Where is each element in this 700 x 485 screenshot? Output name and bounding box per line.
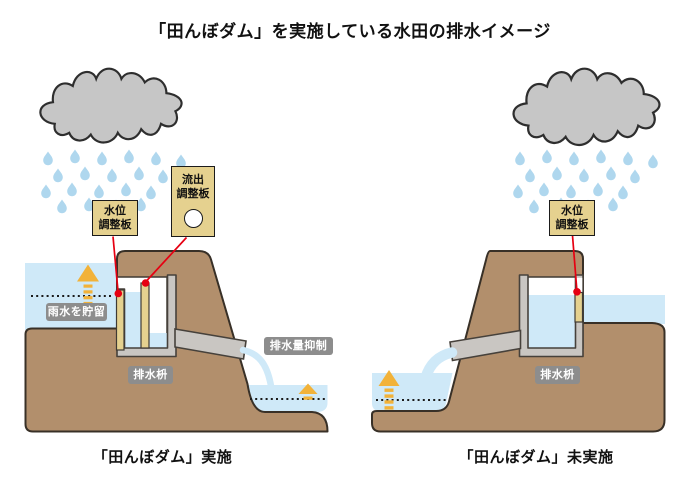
drain-box-label-left: 排水枡	[128, 366, 173, 384]
small-rise-arrow-icon	[298, 383, 318, 400]
box-water-outlet-chamber	[149, 333, 168, 348]
outflow-stream	[420, 347, 458, 384]
box-water	[528, 295, 576, 348]
paddy-water	[583, 295, 665, 324]
water-level-plate-label-right: 水位 調整板	[549, 200, 595, 236]
outflow-plate	[140, 282, 150, 349]
box-water-inlet-chamber	[124, 292, 141, 348]
drain-pipe	[449, 329, 522, 362]
drainage-box	[518, 274, 584, 358]
left-diagram	[24, 67, 329, 433]
water-level-plate	[115, 289, 125, 351]
drain-box-label-right: 排水枡	[535, 366, 580, 384]
suppress-drainage-label: 排水量抑制	[264, 337, 333, 355]
right-diagram	[371, 67, 666, 433]
leader-lines	[571, 235, 581, 296]
water-level-plate-label-left: 水位 調整板	[92, 200, 138, 236]
orifice-hole-icon	[183, 209, 203, 228]
store-rainwater-label: 雨水を貯留	[46, 303, 107, 321]
rain-cloud-icon	[512, 67, 661, 147]
outflow-stream	[239, 346, 275, 390]
water-rising-arrow-icon	[378, 370, 400, 410]
caption-right: 「田んぼダム」未実施	[458, 449, 614, 466]
water-level-plate	[574, 291, 584, 323]
rain-cloud-icon	[39, 67, 183, 144]
leader-lines	[112, 236, 188, 298]
caption-left: 「田んぼダム」実施	[92, 449, 233, 466]
outflow-plate-label: 流出 調整板	[171, 166, 215, 237]
drainage-box	[116, 274, 177, 358]
drain-pipe	[174, 328, 247, 360]
page-title: 「田んぼダム」を実施している水田の排水イメージ	[149, 22, 551, 41]
